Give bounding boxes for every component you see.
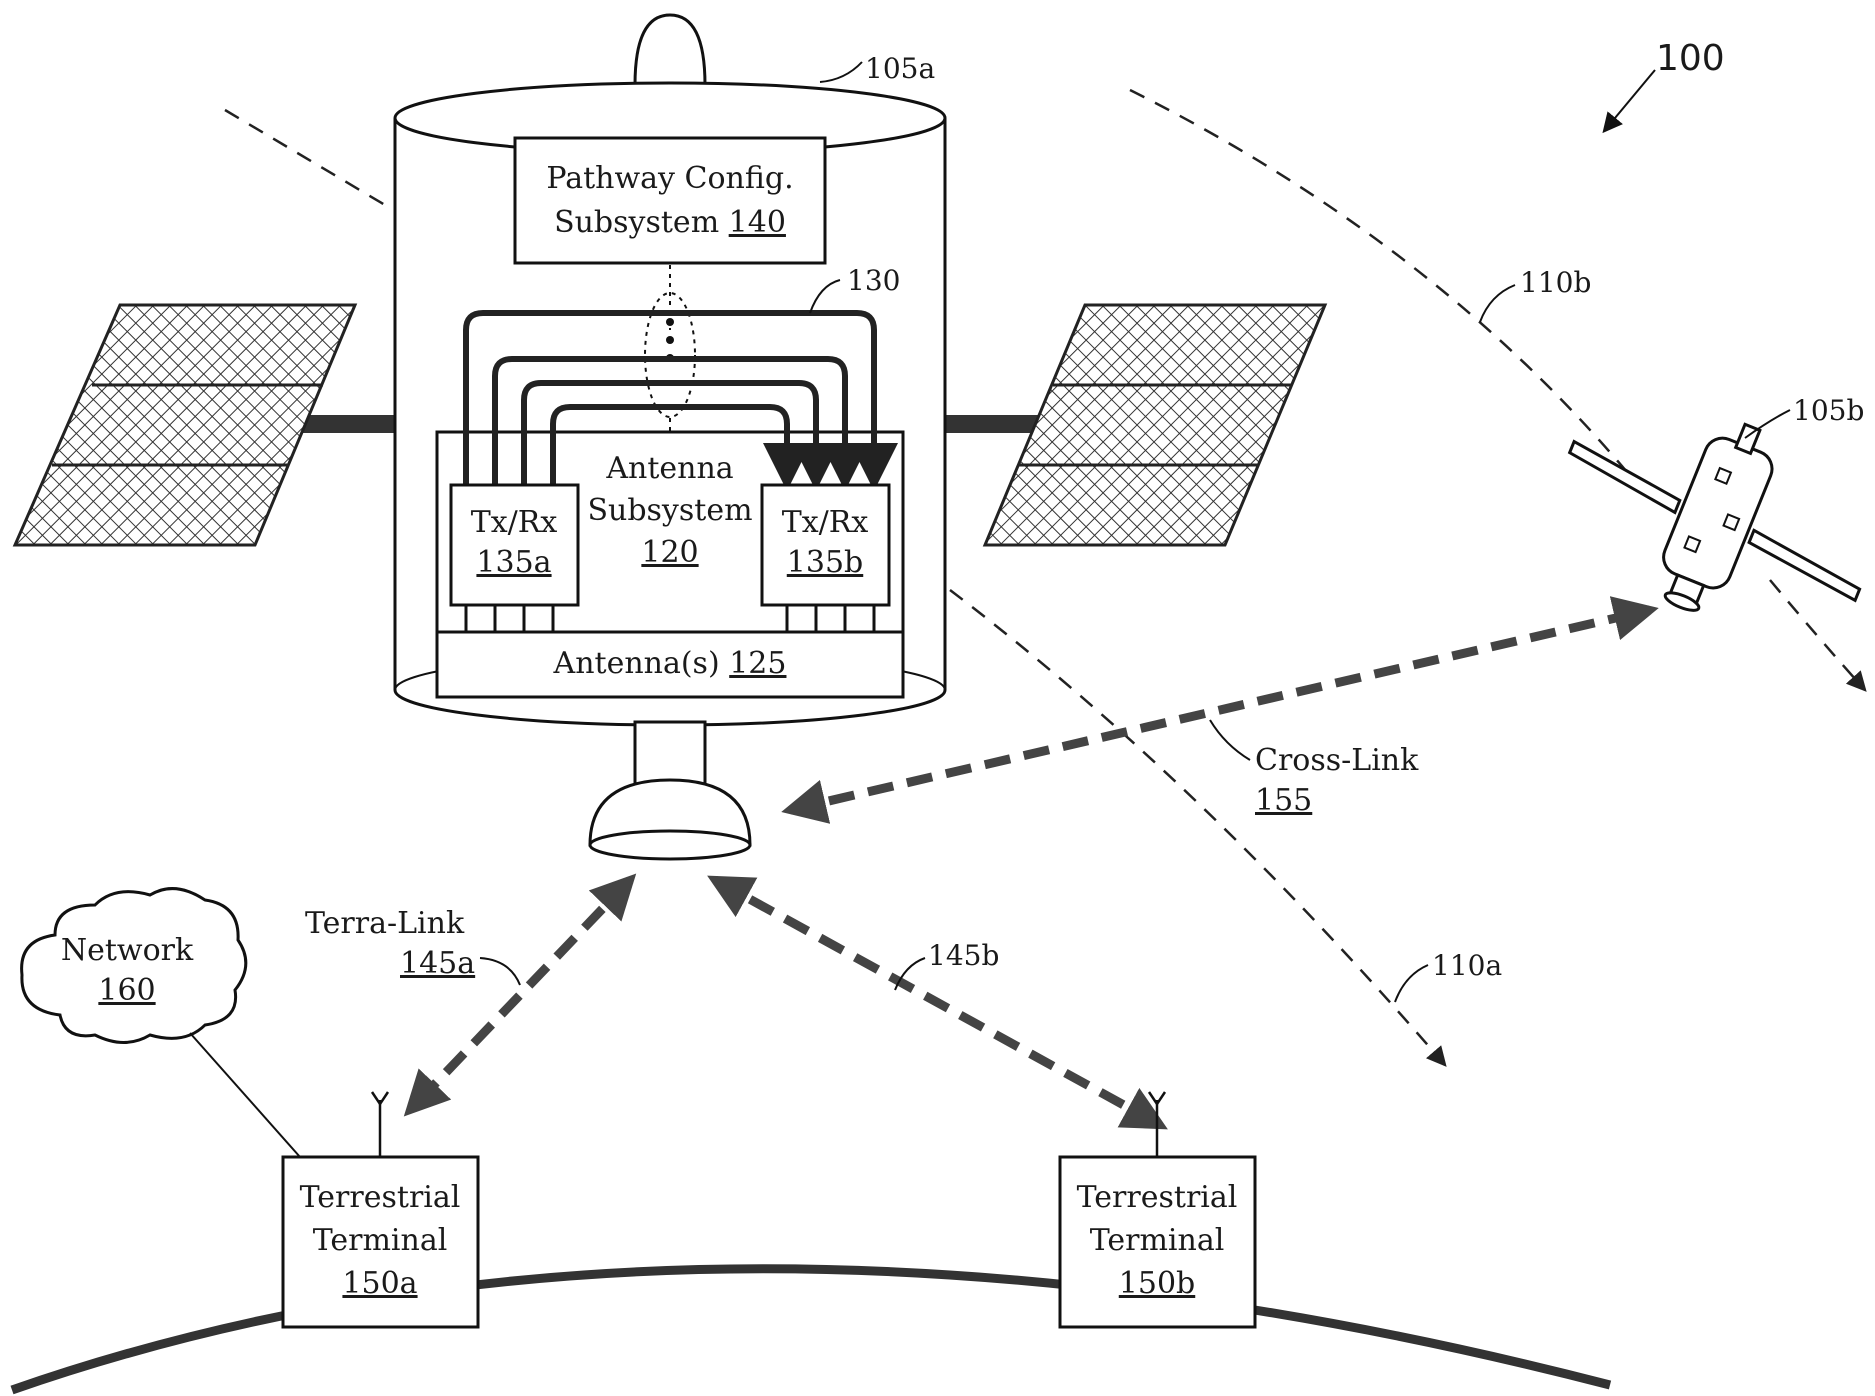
svg-text:Tx/Rx: Tx/Rx [782,505,869,540]
svg-text:Cross-Link: Cross-Link [1255,743,1419,778]
network-160: Network 160 [22,889,300,1157]
svg-text:Terminal: Terminal [1090,1223,1225,1258]
orbit-labels: 110b 110a [1395,266,1591,1002]
terra-link-145a: Terra-Link 145a [305,880,630,1110]
svg-text:135b: 135b [787,545,863,580]
terrestrial-terminal-150b: Terrestrial Terminal 150b [1060,1092,1255,1327]
svg-text:Terminal: Terminal [313,1223,448,1258]
pathway-config-line1: Pathway Config. [546,161,793,196]
figure-ref: 100 [1605,38,1725,130]
svg-text:150a: 150a [342,1266,417,1301]
svg-text:150b: 150b [1119,1266,1195,1301]
antenna-subsystem-ref: 120 [641,535,698,570]
svg-text:Terrestrial: Terrestrial [300,1180,461,1215]
svg-text:Tx/Rx: Tx/Rx [471,505,558,540]
terrestrial-terminal-150a: Terrestrial Terminal 150a [283,1092,478,1327]
svg-text:155: 155 [1255,783,1312,818]
solar-panel-right [940,305,1325,545]
label-110a: 110a [1432,949,1502,982]
svg-text:145a: 145a [400,946,475,981]
antennas-125: Antenna(s) 125 [553,646,787,681]
label-110b: 110b [1520,266,1591,299]
svg-text:Terra-Link: Terra-Link [305,906,465,941]
svg-text:135a: 135a [476,545,551,580]
label-130: 130 [847,264,900,297]
svg-text:145b: 145b [928,939,999,972]
satellite-105a: 105a Pathway Config. Subsystem 140 130 T… [395,15,945,859]
pathway-config-subsystem [515,138,825,263]
solar-panel-left [15,305,405,545]
svg-text:Network: Network [61,933,194,968]
svg-text:Terrestrial: Terrestrial [1077,1180,1238,1215]
pathway-config-line2: Subsystem 140 [554,205,786,240]
antenna-subsystem-line2: Subsystem [587,493,752,528]
earth-surface [12,1269,1610,1390]
link-145b: 145b [715,880,1160,1125]
svg-text:105b: 105b [1793,394,1864,427]
svg-text:100: 100 [1656,38,1725,79]
svg-text:160: 160 [98,973,155,1008]
antenna-subsystem-line1: Antenna [605,451,733,486]
label-105a: 105a [865,52,935,85]
